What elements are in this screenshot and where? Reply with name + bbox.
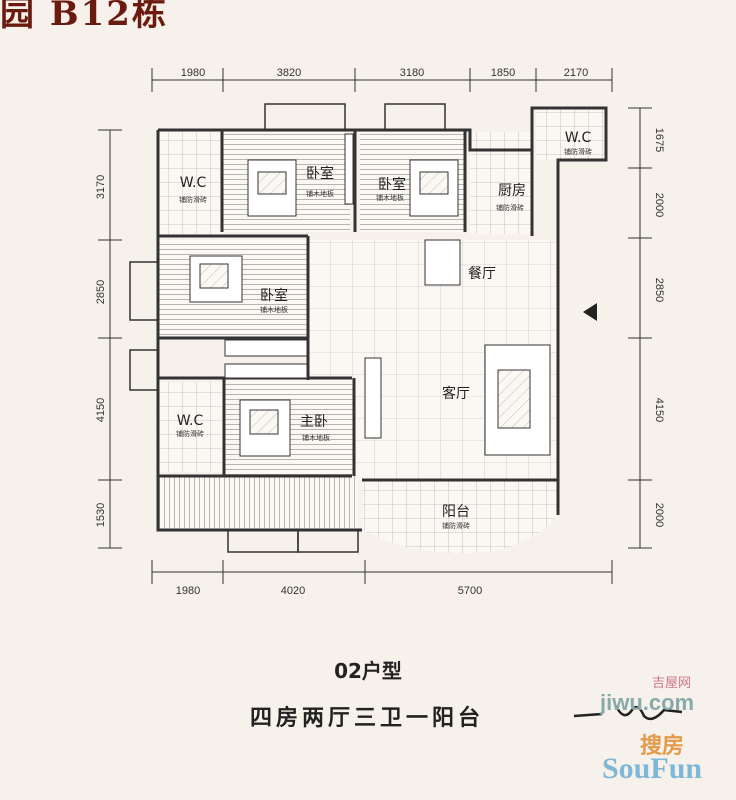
- bed-bedroom-1: [247, 159, 297, 217]
- entrance-arrow-icon: [583, 303, 597, 321]
- sofa-set: [484, 344, 551, 456]
- wc-upper-left-floor: [160, 132, 222, 234]
- dim-top-4: 1850: [491, 67, 515, 79]
- room-label-kitchen: 厨房: [498, 183, 526, 199]
- room-label-bedroom-3: 卧室: [260, 287, 288, 304]
- room-label-wc-lower-left: W.C: [177, 413, 204, 429]
- bed-bedroom-3: [189, 255, 243, 303]
- dim-right-5: 2000: [653, 503, 665, 527]
- dim-top-1: 1980: [181, 67, 205, 79]
- dim-top-3: 3180: [400, 67, 424, 79]
- dim-right-4: 4150: [653, 398, 665, 422]
- tv-cabinet: [364, 357, 382, 439]
- master-bedroom-annex-floor: [158, 476, 358, 528]
- top-dimension-line: [151, 68, 613, 92]
- dim-left-1: 3170: [95, 175, 107, 199]
- signature-scribble: [573, 705, 683, 721]
- bed-bedroom-2: [409, 159, 459, 217]
- dim-right-3: 2850: [653, 278, 665, 302]
- dim-right-1: 1675: [653, 128, 665, 152]
- floor-note-bedroom-1: 铺木地板: [306, 189, 334, 198]
- dim-left-2: 2850: [95, 280, 107, 304]
- watermark-soufun: SouFun: [602, 752, 703, 785]
- dim-top-5: 2170: [564, 67, 588, 79]
- balcony-floor: [362, 480, 558, 554]
- left-dimension-line: [98, 129, 122, 549]
- floor-note-wc-upper-left: 铺防滑砖: [179, 195, 207, 204]
- dim-bottom-1: 1980: [176, 585, 200, 597]
- room-label-bedroom-2: 卧室: [378, 176, 406, 193]
- wardrobe-strips: [224, 133, 354, 379]
- wc-upper-right-floor: [536, 108, 604, 160]
- dim-left-4: 1530: [95, 503, 107, 527]
- unit-type-label: 02户型: [334, 659, 402, 683]
- bed-master: [239, 399, 291, 457]
- floor-note-kitchen: 铺防滑砖: [496, 203, 524, 212]
- dim-bottom-3: 5700: [458, 585, 482, 597]
- watermark-jiwu-cn: 吉屋网: [652, 675, 692, 690]
- room-label-bedroom-1: 卧室: [306, 165, 334, 182]
- dim-right-2: 2000: [653, 193, 665, 217]
- dining-table: [424, 239, 461, 286]
- room-label-master-bedroom: 主卧: [300, 414, 328, 430]
- dim-left-3: 4150: [95, 398, 107, 422]
- floor-note-bedroom-2: 铺木地板: [376, 193, 404, 202]
- bottom-dimension-line: [151, 560, 613, 584]
- room-label-wc-upper-left: W.C: [180, 175, 207, 191]
- unit-description: 四房两厅三卫一阳台: [250, 706, 485, 731]
- floor-note-wc-upper-right: 铺防滑砖: [564, 147, 592, 156]
- floor-note-wc-lower-left: 铺防滑砖: [176, 429, 204, 438]
- floor-note-master-bedroom: 铺木地板: [302, 433, 330, 442]
- right-dimension-line: [628, 107, 652, 549]
- wc-lower-left-floor: [158, 382, 224, 472]
- room-label-dining: 餐厅: [468, 266, 496, 282]
- watermark-soufun-cn: 搜房: [640, 733, 685, 758]
- watermark-jiwu: jiwu.com: [600, 690, 695, 715]
- dim-bottom-2: 4020: [281, 585, 305, 597]
- room-label-wc-upper-right: W.C: [565, 130, 592, 146]
- page-title: 园 B12栋: [0, 0, 168, 34]
- floor-note-bedroom-3: 铺木地板: [260, 305, 288, 314]
- room-label-balcony: 阳台: [442, 504, 470, 520]
- outer-bays: [129, 103, 446, 553]
- floor-note-balcony: 铺防滑砖: [442, 521, 470, 530]
- dim-top-2: 3820: [277, 67, 301, 79]
- room-label-living: 客厅: [442, 385, 470, 402]
